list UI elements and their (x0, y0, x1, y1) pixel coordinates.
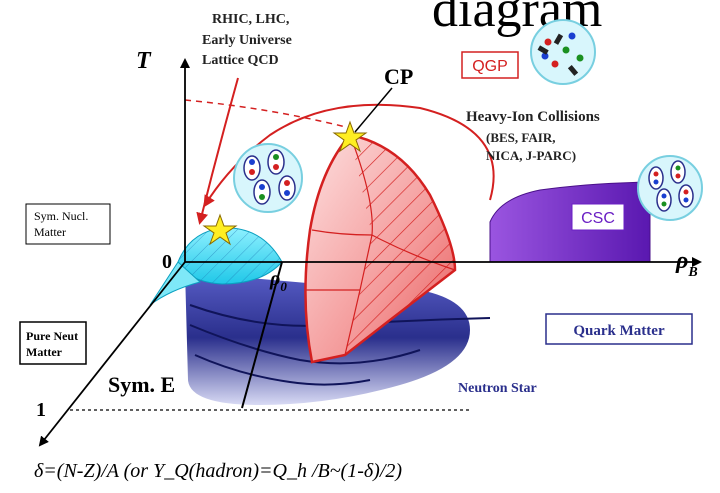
sym-nucl-line2: Matter (34, 225, 66, 239)
dashed-crossover-line (184, 99, 351, 129)
svg-text:Early Universe: Early Universe (202, 33, 292, 48)
svg-text:RHIC, LHC,: RHIC, LHC, (212, 12, 289, 27)
heavy-ion-label: Heavy-Ion Collisions (466, 109, 600, 125)
sym-nucl-box (25, 203, 111, 245)
cp-label: CP (384, 64, 413, 89)
sym-nucl-line1: Sym. Nucl. (34, 209, 88, 223)
csc-label: CSC (581, 210, 615, 227)
hadron-bubble (233, 143, 303, 213)
quark-matter-label: Quark Matter (573, 323, 665, 339)
nuclear-saturation-star (202, 213, 238, 246)
svg-text:Lattice QCD: Lattice QCD (202, 53, 279, 68)
critical-point-star (332, 120, 368, 153)
rho0-label: ρ0 (269, 268, 287, 294)
csc-region: CSC (489, 181, 651, 263)
pure-neut-box (19, 321, 87, 365)
origin-label: 0 (162, 251, 172, 273)
qgp-label: QGP (472, 58, 508, 75)
cp-pointer (354, 87, 393, 133)
rho-axis-label: ρB (675, 248, 698, 280)
qgp-bubble (530, 19, 596, 85)
rhic-arrow (196, 77, 239, 225)
sym-e-label: Sym. E (108, 372, 175, 397)
nuclear-matter-region (149, 227, 283, 306)
rho0-line (241, 261, 283, 409)
delta-axis (38, 261, 186, 447)
pure-neut-line1: Pure Neut (26, 329, 78, 343)
first-order-surface (304, 133, 457, 364)
qgp-label-box (461, 51, 519, 79)
csc-label-box (571, 203, 625, 231)
delta-one-label: 1 (36, 399, 46, 421)
formula: δ=(N-Z)/A (or Y_Q(hadron)=Q_h /B~(1-δ)/2… (34, 460, 402, 482)
neutron-star-label: Neutron Star (458, 381, 537, 396)
t-axis-label: T (136, 48, 152, 74)
facilities-line2: NICA, J-PARC) (486, 148, 576, 163)
rhic-label: RHIC, LHC, Early Universe Lattice QCD (202, 12, 292, 68)
csc-bubble (637, 155, 703, 221)
pure-neut-line2: Matter (26, 345, 63, 359)
quark-matter-box (545, 313, 693, 345)
facilities-line1: (BES, FAIR, (486, 130, 555, 145)
